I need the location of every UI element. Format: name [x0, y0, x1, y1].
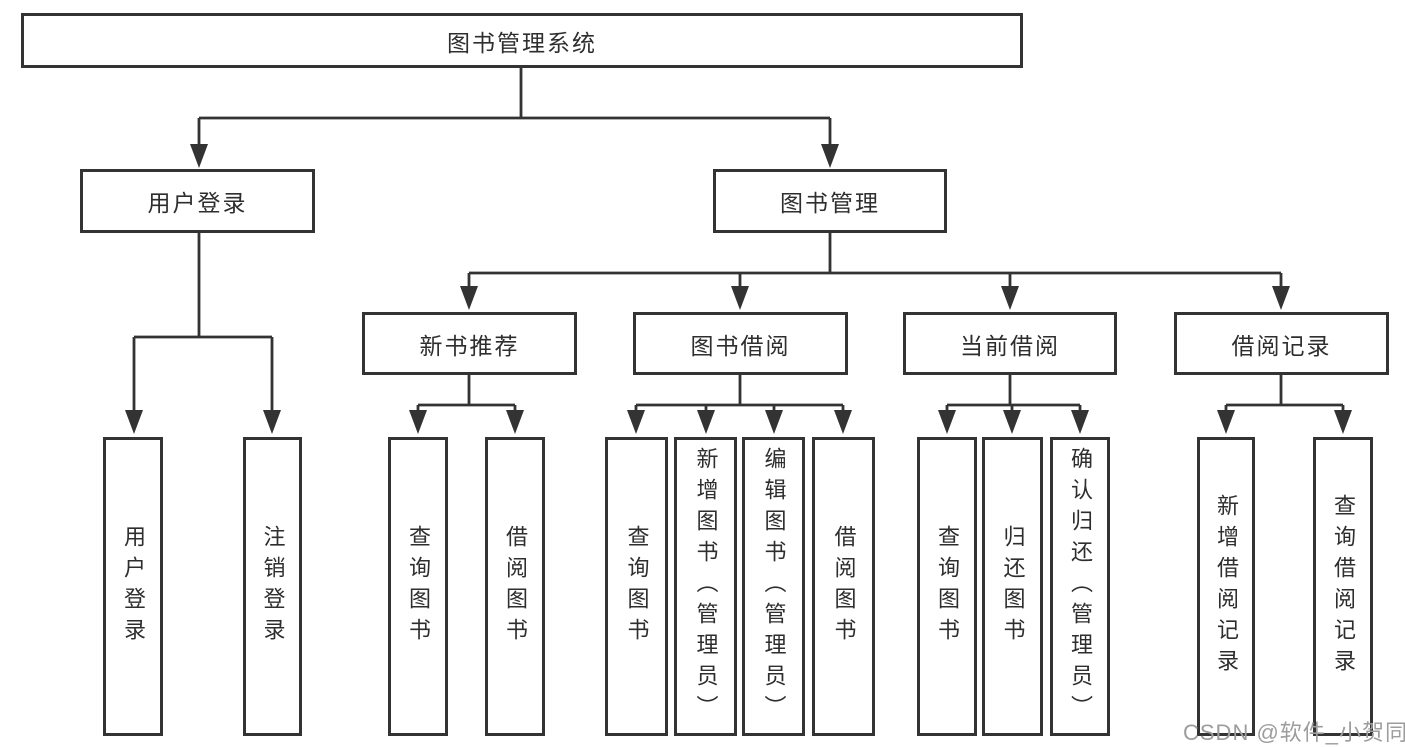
node-borrow-borrow-label: 借阅图书: [831, 524, 857, 649]
node-borrow-add: 新增图书（管理员）: [674, 437, 737, 736]
connector-book-mgmt: [467, 233, 1283, 289]
node-book-borrow-label: 图书借阅: [690, 332, 791, 359]
node-current-confirm-label: 确认归还（管理员）: [1068, 447, 1093, 726]
node-current-return: 归还图书: [982, 437, 1043, 736]
node-login: 用户登录: [103, 437, 163, 736]
node-rec-borrow-label: 借阅图书: [503, 524, 528, 649]
node-borrow-borrow: 借阅图书: [812, 437, 875, 736]
node-borrow-edit-label: 编辑图书（管理员）: [761, 447, 787, 726]
arrowheads-book-borrow: [627, 410, 852, 434]
node-current-query-label: 查询图书: [935, 524, 960, 649]
node-borrow-query-label: 查询图书: [624, 524, 650, 649]
connector-book-borrow: [634, 375, 845, 413]
node-rec-query-label: 查询图书: [406, 524, 431, 649]
node-user-login-label: 用户登录: [147, 190, 248, 216]
node-login-label: 用户登录: [121, 524, 146, 649]
node-new-book-rec: 新书推荐: [362, 312, 577, 375]
node-root: 图书管理系统: [21, 13, 1023, 68]
node-current-return-label: 归还图书: [1000, 524, 1026, 649]
node-records-add: 新增借阅记录: [1197, 437, 1255, 736]
node-borrow-records-label: 借阅记录: [1231, 332, 1332, 359]
node-logout: 注销登录: [243, 437, 302, 736]
node-current-query: 查询图书: [917, 437, 977, 736]
node-current-confirm: 确认归还（管理员）: [1050, 437, 1110, 736]
connector-current-borrow: [945, 375, 1082, 413]
arrowheads-borrow-records: [1217, 410, 1352, 434]
arrowheads-new-book-rec: [409, 410, 524, 434]
node-records-add-label: 新增借阅记录: [1214, 493, 1239, 680]
node-book-mgmt-label: 图书管理: [780, 190, 880, 216]
connector-root: [197, 68, 832, 146]
node-rec-query: 查询图书: [388, 437, 448, 736]
node-new-book-rec-label: 新书推荐: [419, 332, 520, 359]
node-borrow-query: 查询图书: [605, 437, 668, 736]
arrowheads-user-login: [125, 410, 281, 434]
watermark: CSDN @软件_小贺同学: [1183, 720, 1405, 745]
node-user-login: 用户登录: [80, 169, 315, 233]
arrowheads-book-mgmt: [460, 286, 1290, 310]
node-borrow-edit: 编辑图书（管理员）: [742, 437, 805, 736]
node-root-label: 图书管理系统: [447, 29, 597, 56]
connector-borrow-records: [1224, 375, 1345, 413]
node-current-borrow-label: 当前借阅: [960, 332, 1060, 359]
node-logout-label: 注销登录: [260, 524, 286, 649]
node-records-query: 查询借阅记录: [1313, 437, 1373, 736]
connector-user-login: [132, 233, 274, 413]
node-borrow-records: 借阅记录: [1174, 312, 1389, 375]
node-borrow-add-label: 新增图书（管理员）: [693, 447, 719, 726]
node-records-query-label: 查询借阅记录: [1331, 493, 1356, 680]
arrowheads-root: [190, 144, 839, 168]
node-book-mgmt: 图书管理: [713, 169, 947, 233]
node-book-borrow: 图书借阅: [633, 312, 848, 375]
node-rec-borrow: 借阅图书: [485, 437, 545, 736]
node-current-borrow: 当前借阅: [903, 312, 1117, 375]
connector-new-book-rec: [416, 375, 517, 413]
arrowheads-current-borrow: [938, 410, 1089, 434]
